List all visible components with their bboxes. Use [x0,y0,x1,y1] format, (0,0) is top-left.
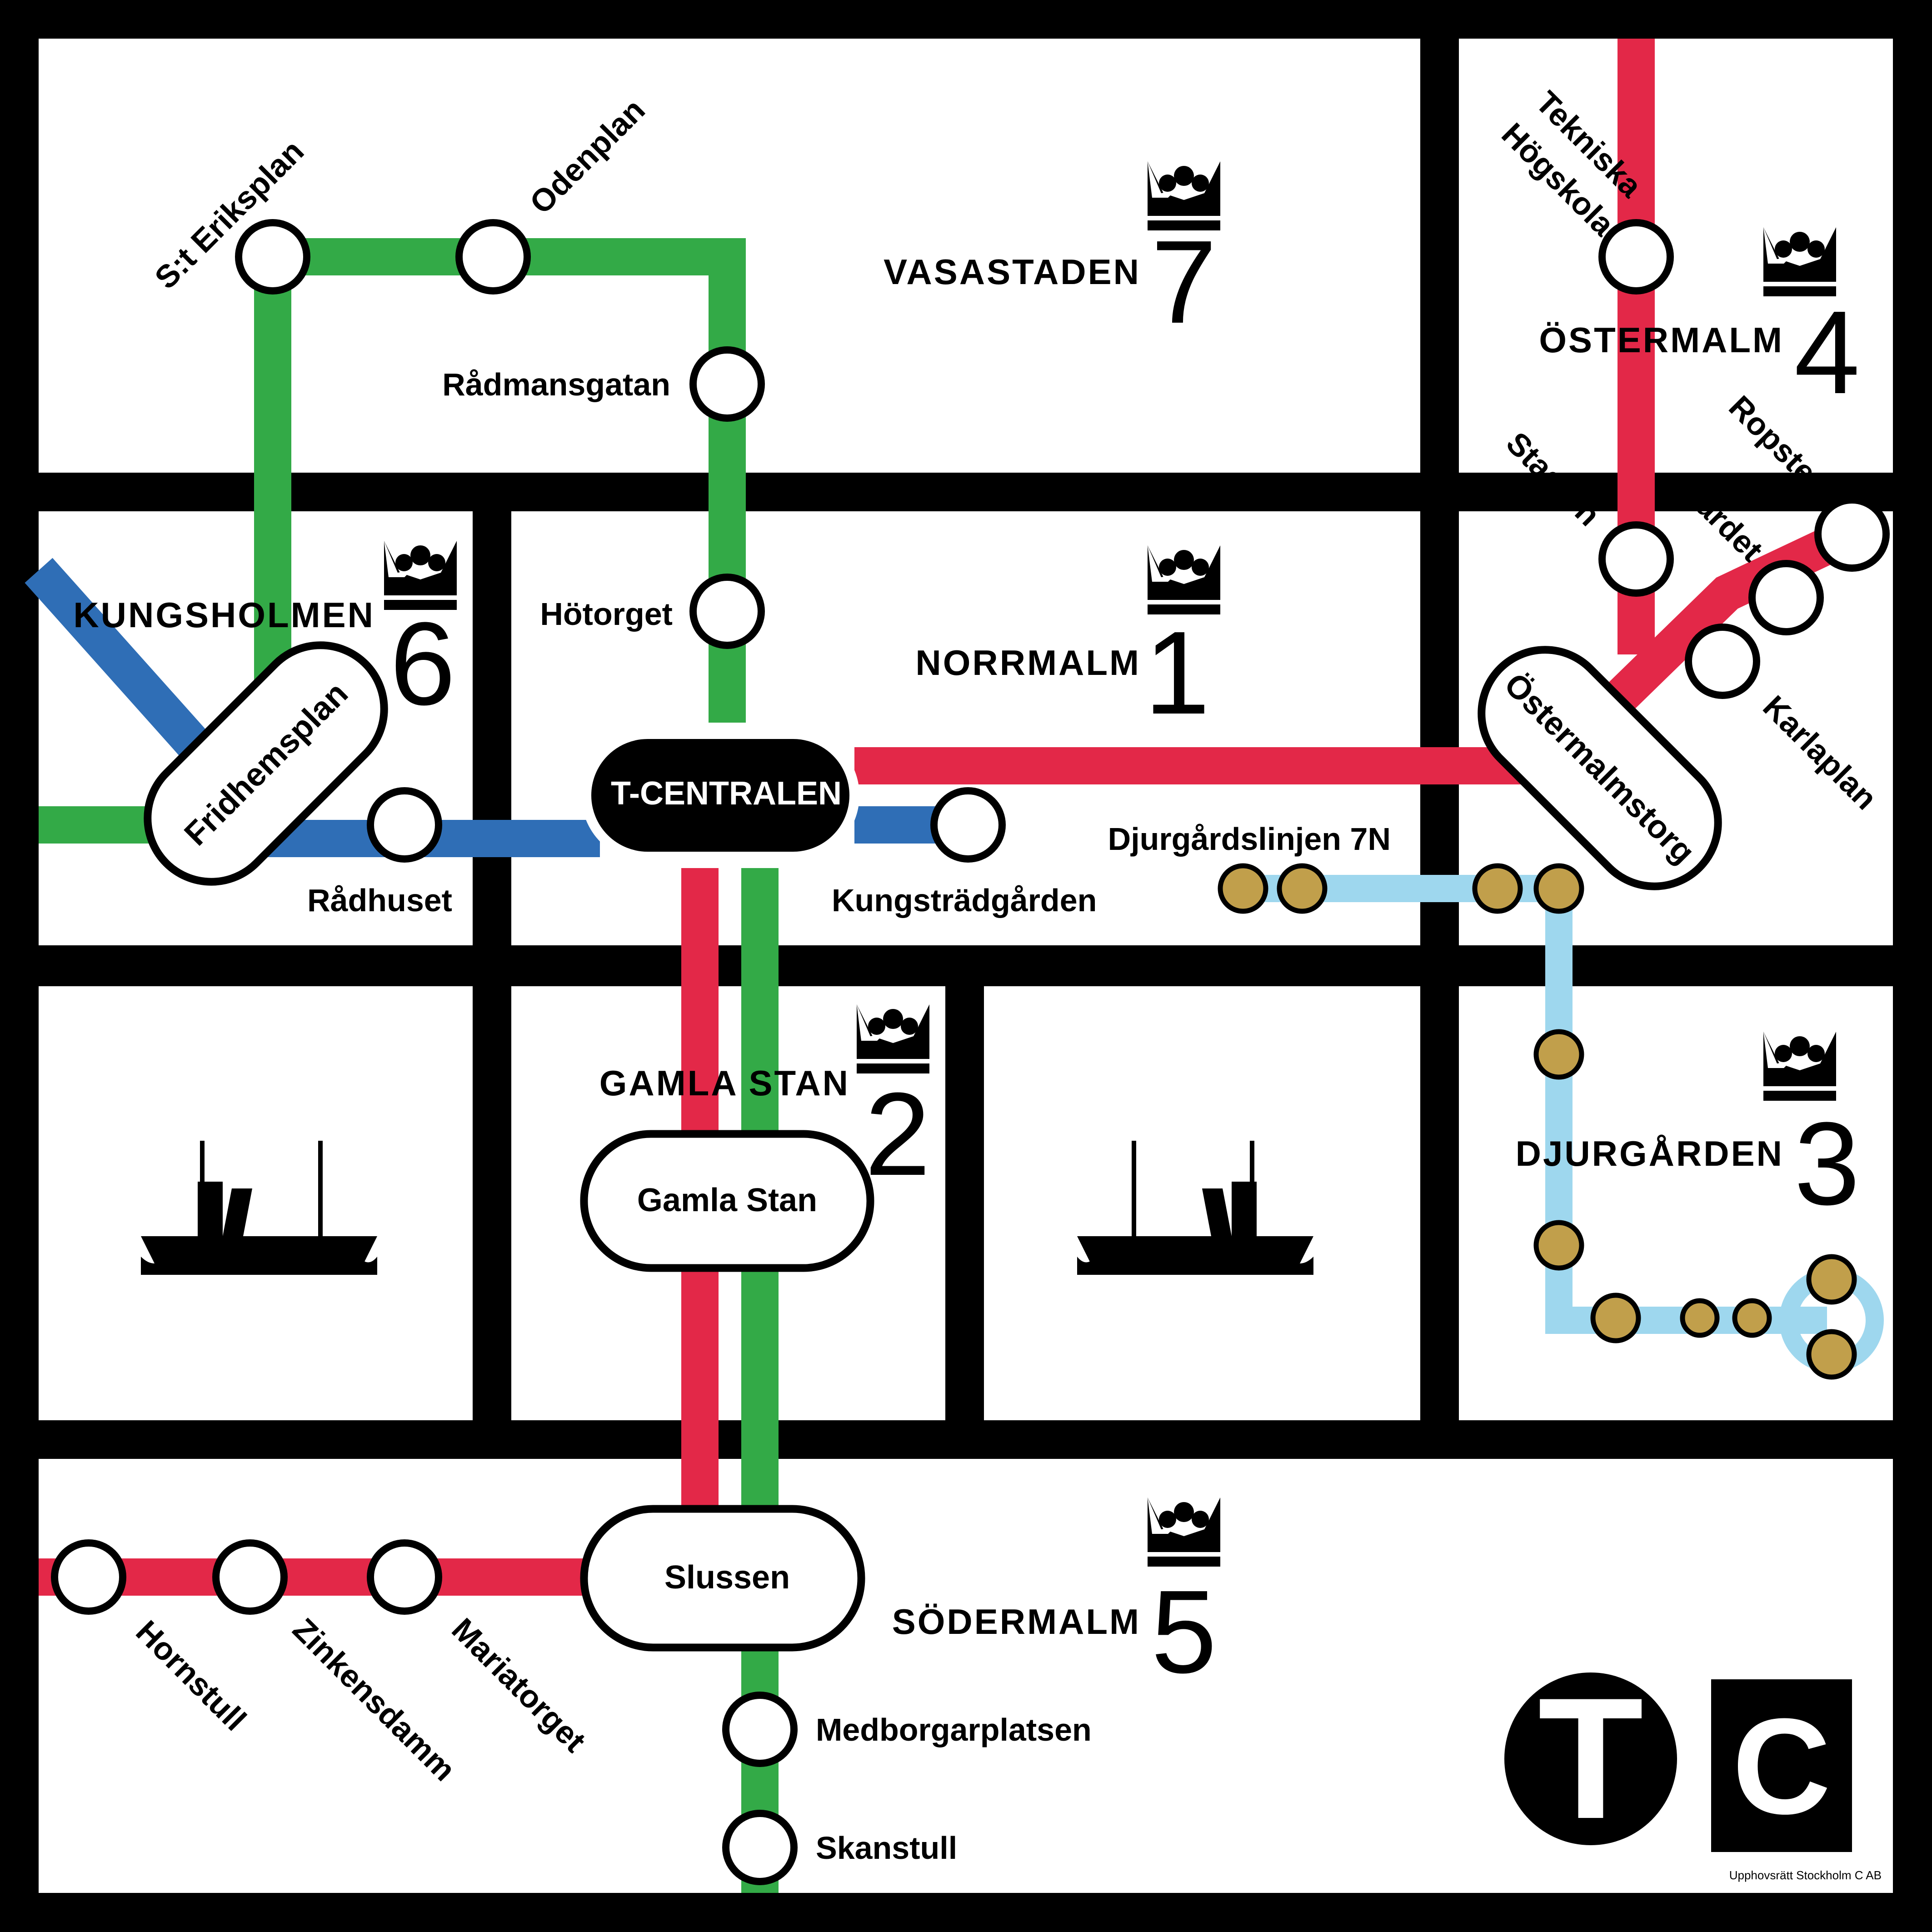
station-stadion[interactable] [1598,521,1674,597]
tram-stop-icon[interactable] [1590,1293,1641,1343]
station-st-eriksplan[interactable] [235,219,310,295]
station-ropsten[interactable] [1814,496,1890,572]
hub-label: Gamla Stan [637,1182,817,1218]
station-radmansgatan[interactable] [689,346,765,422]
label-medborgarplatsen: Medborgarplatsen [816,1712,1092,1747]
tram-stop-icon[interactable] [1533,1029,1584,1080]
hub-label: Slussen [664,1559,790,1596]
tram-stop-icon[interactable] [1806,1329,1857,1380]
station-tekniska-hogskola[interactable] [1598,219,1674,295]
street-h2 [0,945,1932,986]
street-v2 [1420,0,1459,1459]
metro-logo: T [1504,1662,1677,1855]
tram-stops [1218,863,1857,1380]
district-number: 3 [1794,1098,1860,1230]
city-logo-square [1711,1679,1852,1852]
street-grid [0,0,1932,1459]
metro-logo-letter: T [1538,1662,1643,1855]
block-water-east [984,986,1420,1420]
station-zinkensdamm[interactable] [212,1539,288,1615]
district-number: 4 [1794,287,1860,419]
station-medborgarplatsen[interactable] [722,1692,798,1767]
label-kungstradgarden: Kungsträdgården [832,883,1097,918]
city-logo: C [1711,1679,1852,1852]
district-name: VASASTADEN [884,252,1141,292]
district-number: 7 [1151,216,1217,348]
block-norrmalm [511,511,1420,945]
tram-stop-icon[interactable] [1806,1254,1857,1305]
station-odenplan[interactable] [455,219,531,295]
district-djurgarden: DJURGÅRDEN 3 [1516,1032,1860,1230]
street-v1 [473,511,511,1420]
label-hotorget: Hötorget [540,596,673,632]
block-water-west [39,986,473,1420]
tram-stop-icon[interactable] [1533,863,1584,914]
district-name: NORRMALM [915,643,1141,683]
hub-shape [144,641,388,886]
district-name: KUNGSHOLMEN [73,595,375,635]
street-h3 [0,1420,1932,1459]
street-v3 [945,986,984,1420]
hub-slussen[interactable]: Slussen [580,1505,865,1652]
hub-label: T-CENTRALEN [611,775,842,812]
label-radhuset: Rådhuset [307,883,452,918]
station-gardet[interactable] [1748,560,1824,635]
district-sodermalm: SÖDERMALM 5 [892,1498,1220,1698]
red-crossing [681,454,1655,1477]
station-hotorget[interactable] [689,574,765,649]
station-mariatorget[interactable] [367,1539,442,1615]
district-gamlastan: GAMLA STAN 2 [599,1004,931,1200]
district-name: SÖDERMALM [892,1602,1141,1642]
tram-stop-icon[interactable] [1680,1298,1720,1338]
district-name: DJURGÅRDEN [1516,1133,1784,1173]
city-logo-letter: C [1732,1690,1831,1842]
green-crossing [254,454,779,1477]
district-kungsholmen: KUNGSHOLMEN 6 [73,541,457,730]
district-vasastaden: VASASTADEN 7 [884,161,1220,348]
hub-shape [1478,646,1722,890]
district-number: 5 [1151,1566,1217,1698]
hub-shape [580,1505,865,1652]
district-number: 2 [865,1068,931,1200]
district-ostermalm: ÖSTERMALM 4 [1539,227,1860,419]
district-name: ÖSTERMALM [1539,320,1784,360]
label-skanstull: Skanstull [816,1830,957,1866]
label-tram-line: Djurgårdslinjen 7N [1108,821,1391,857]
hub-shape [581,729,859,862]
metro-logo-circle [1504,1672,1677,1845]
district-number: 6 [390,598,456,730]
station-karlaplan[interactable] [1685,624,1760,699]
station-kungstradgarden[interactable] [930,787,1006,863]
station-radhuset[interactable] [367,787,442,863]
tram-crossing [1404,875,1573,1004]
hub-gamla-stan[interactable]: Gamla Stan [580,1130,874,1272]
city-blocks [39,39,1893,1893]
tram-stop-icon[interactable] [1533,1220,1584,1271]
tram-stop-icon[interactable] [1472,863,1523,914]
line-crossings [254,454,1655,1477]
hub-t-centralen[interactable]: T-CENTRALEN [581,729,859,862]
copyright: Upphovsrätt Stockholm C AB [1729,1868,1882,1882]
district-number: 1 [1144,607,1210,739]
station-skanstull[interactable] [722,1810,798,1885]
tram-stop-icon[interactable] [1732,1298,1772,1338]
street-h1 [0,473,1932,511]
tram-stop-icon[interactable] [1218,863,1268,914]
hub-shape [580,1130,874,1272]
station-hornstull[interactable] [51,1539,126,1615]
district-name: GAMLA STAN [599,1063,850,1103]
district-norrmalm: NORRMALM 1 [915,545,1220,739]
tram-stop-icon[interactable] [1277,863,1328,914]
stations [51,219,1890,1885]
label-radmansgatan: Rådmansgatan [442,367,670,402]
